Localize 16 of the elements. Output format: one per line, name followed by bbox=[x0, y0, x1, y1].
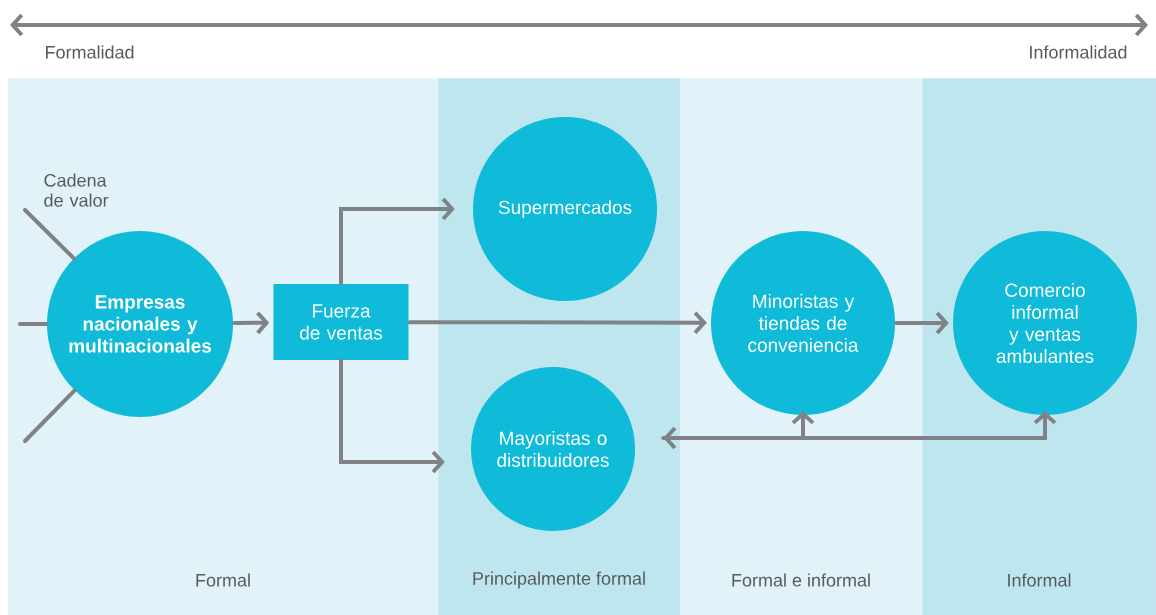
circle-node: Minoristas y tiendas de conveniencia bbox=[711, 231, 895, 415]
arrow bbox=[894, 311, 949, 335]
arrow bbox=[407, 311, 707, 335]
circle-node: Supermercados bbox=[473, 117, 657, 301]
arrow bbox=[663, 411, 1057, 450]
circle-node: Comercio informal y ventas ambulantes bbox=[953, 231, 1137, 415]
axis-label: Informalidad bbox=[1030, 45, 1127, 59]
circle-node: Mayoristas o distribuidores bbox=[471, 367, 635, 531]
arrow bbox=[339, 358, 445, 474]
arrow bbox=[339, 197, 455, 286]
circle-node: Empresas nacionales y multinacionales bbox=[47, 231, 233, 417]
process-box: Fuerza de ventas bbox=[273, 284, 409, 360]
axis-label: Formalidad bbox=[46, 45, 134, 59]
text-label: Cadena de valor bbox=[44, 173, 109, 207]
arrow bbox=[232, 311, 270, 335]
arrow bbox=[661, 411, 815, 440]
